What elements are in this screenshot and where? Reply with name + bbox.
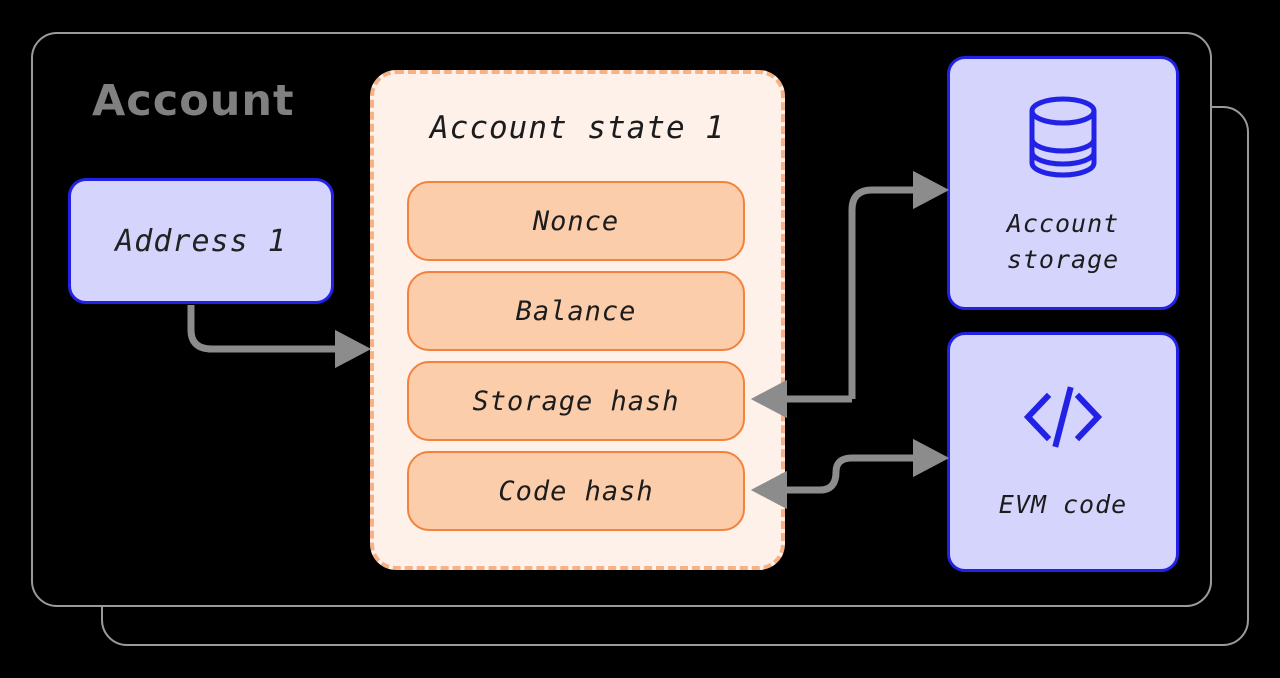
- page-title: Account: [92, 76, 295, 126]
- address-node-label: Address 1: [115, 223, 287, 259]
- evm-code-caption: EVM code: [999, 487, 1127, 523]
- account-storage-caption-line1: Account: [1006, 208, 1120, 238]
- field-code-hash[interactable]: Code hash: [407, 451, 745, 531]
- database-icon: [1025, 94, 1101, 184]
- account-storage-caption-line2: storage: [1006, 245, 1120, 274]
- account-storage-node[interactable]: Account storage: [947, 56, 1179, 310]
- field-code-hash-label: Code hash: [498, 475, 654, 507]
- code-brackets-icon: [1020, 385, 1106, 453]
- account-storage-caption: Account storage: [1007, 206, 1119, 279]
- account-state-title: Account state 1: [430, 110, 725, 146]
- field-nonce[interactable]: Nonce: [407, 181, 745, 261]
- field-nonce-label: Nonce: [532, 205, 620, 237]
- field-storage-hash[interactable]: Storage hash: [407, 361, 745, 441]
- field-balance-label: Balance: [515, 295, 637, 327]
- account-state-field-list: Nonce Balance Storage hash Code hash: [407, 181, 745, 541]
- field-balance[interactable]: Balance: [407, 271, 745, 351]
- evm-code-caption-line1: EVM code: [998, 489, 1128, 519]
- evm-code-node[interactable]: EVM code: [947, 332, 1179, 572]
- address-node[interactable]: Address 1: [68, 178, 334, 304]
- field-storage-hash-label: Storage hash: [472, 385, 680, 417]
- account-state-container[interactable]: Account state 1 Nonce Balance Storage ha…: [370, 70, 785, 570]
